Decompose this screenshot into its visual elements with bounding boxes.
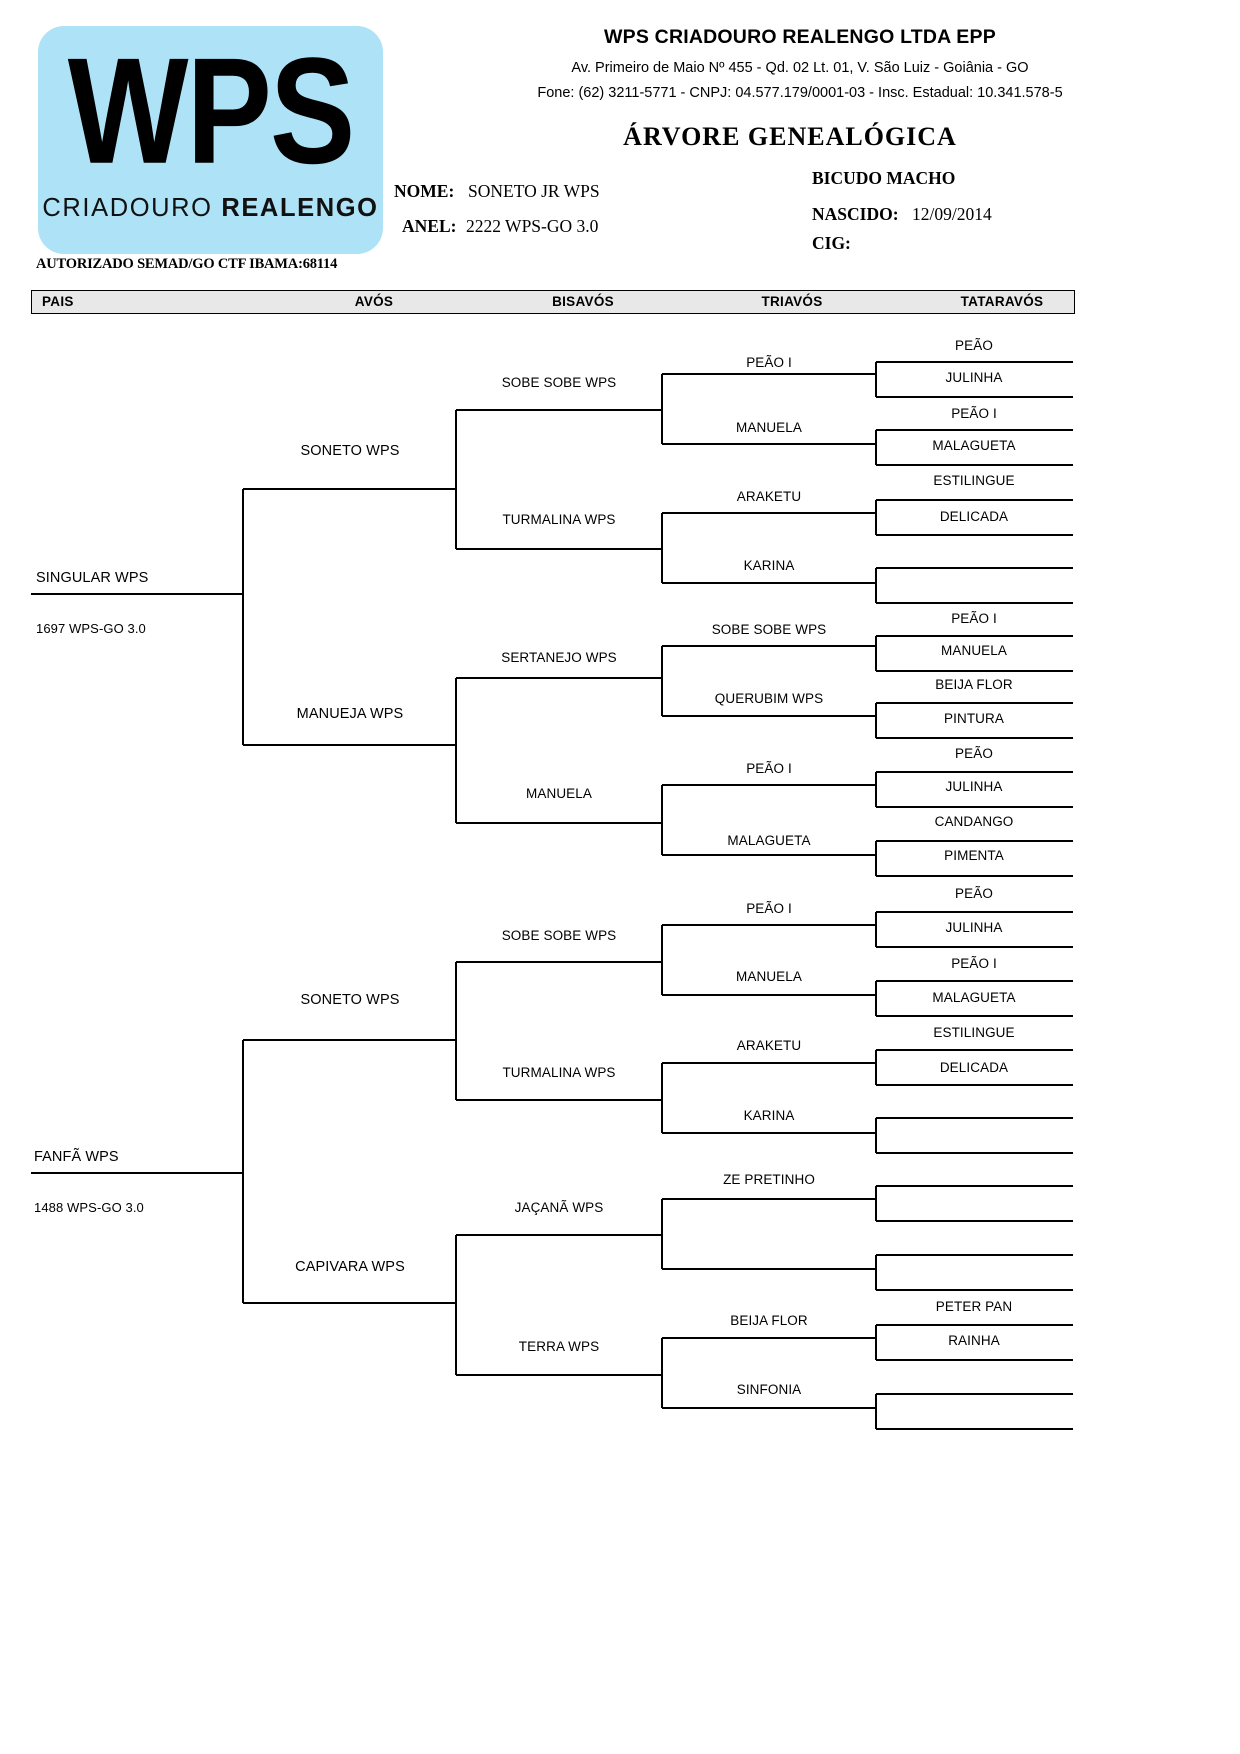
tataravos-12: PEÃO xyxy=(955,746,993,761)
pais-1-ring: 1488 WPS-GO 3.0 xyxy=(34,1200,144,1215)
avos-0: SONETO WPS xyxy=(300,443,400,459)
anel-value: 2222 WPS-GO 3.0 xyxy=(466,216,599,236)
avos-1: MANUEJA WPS xyxy=(296,706,404,722)
species-sex: BICUDO MACHO xyxy=(812,168,956,188)
column-header-avos: AVÓS xyxy=(354,294,394,309)
bisavos-1: TURMALINA WPS xyxy=(502,512,616,527)
tataravos-19: MALAGUETA xyxy=(932,990,1016,1005)
logo-subtitle-bold: REALENGO xyxy=(221,194,379,223)
anel-label: ANEL: xyxy=(402,216,457,236)
tataravos-29: RAINHA xyxy=(948,1333,1000,1348)
nome-label: NOME: xyxy=(394,181,455,201)
column-header-bisavos: BISAVÓS xyxy=(552,294,614,309)
bisavos-6: JAÇANÃ WPS xyxy=(514,1200,604,1215)
tataravos-18: PEÃO I xyxy=(951,956,997,971)
triavos-15: SINFONIA xyxy=(736,1382,802,1397)
bisavos-4: SOBE SOBE WPS xyxy=(501,928,617,943)
triavos-0: PEÃO I xyxy=(746,355,792,370)
nascido-label: NASCIDO: xyxy=(812,204,899,224)
tataravos-11: PINTURA xyxy=(944,711,1004,726)
pais-0-name: SINGULAR WPS xyxy=(36,570,149,586)
column-header-tataravos: TATARAVÓS xyxy=(960,294,1044,309)
bisavos-2: SERTANEJO WPS xyxy=(501,650,617,665)
column-header-triavos: TRIAVÓS xyxy=(761,294,823,309)
triavos-3: KARINA xyxy=(743,558,795,573)
triavos-10: ARAKETU xyxy=(736,1038,802,1053)
tataravos-10: BEIJA FLOR xyxy=(935,677,1013,692)
triavos-6: PEÃO I xyxy=(746,761,792,776)
triavos-4: SOBE SOBE WPS xyxy=(711,622,827,637)
triavos-8: PEÃO I xyxy=(746,901,792,916)
tataravos-4: ESTILINGUE xyxy=(933,473,1015,488)
logo-subtitle-light: CRIADOURO xyxy=(42,194,222,223)
triavos-11: KARINA xyxy=(743,1108,795,1123)
cig-label: CIG: xyxy=(812,233,851,253)
tataravos-0: PEÃO xyxy=(955,338,993,353)
triavos-2: ARAKETU xyxy=(736,489,802,504)
triavos-12: ZE PRETINHO xyxy=(723,1172,815,1187)
avos-2: SONETO WPS xyxy=(300,992,400,1008)
avos-3: CAPIVARA WPS xyxy=(295,1259,405,1275)
tataravos-21: DELICADA xyxy=(939,1060,1009,1075)
tataravos-13: JULINHA xyxy=(945,779,1003,794)
company-address: Av. Primeiro de Maio Nº 455 - Qd. 02 Lt.… xyxy=(571,60,1029,76)
document-header: WPS CRIADOURO REALENGO WPS CRIADOURO REA… xyxy=(0,0,1240,290)
tataravos-1: JULINHA xyxy=(945,370,1003,385)
bisavos-5: TURMALINA WPS xyxy=(502,1065,616,1080)
tataravos-5: DELICADA xyxy=(939,509,1009,524)
column-header-pais: PAIS xyxy=(42,294,74,309)
tataravos-2: PEÃO I xyxy=(951,406,997,421)
company-logo: WPS CRIADOURO REALENGO xyxy=(38,26,383,254)
bisavos-0: SOBE SOBE WPS xyxy=(501,375,617,390)
triavos-5: QUERUBIM WPS xyxy=(714,691,824,706)
bisavos-7: TERRA WPS xyxy=(518,1339,600,1354)
company-contact: Fone: (62) 3211-5771 - CNPJ: 04.577.179/… xyxy=(537,85,1063,101)
triavos-9: MANUELA xyxy=(736,969,802,984)
nome-value: SONETO JR WPS xyxy=(468,181,600,201)
authorization-text: AUTORIZADO SEMAD/GO CTF IBAMA:68114 xyxy=(36,256,338,272)
nascido-value: 12/09/2014 xyxy=(912,204,992,224)
logo-wordmark: WPS xyxy=(67,26,356,196)
logo-subtitle: CRIADOURO REALENGO xyxy=(42,194,378,223)
triavos-1: MANUELA xyxy=(736,420,802,435)
pais-0-ring: 1697 WPS-GO 3.0 xyxy=(36,621,146,636)
page-title: ÁRVORE GENEALÓGICA xyxy=(623,122,957,151)
triavos-14: BEIJA FLOR xyxy=(730,1313,808,1328)
pais-1-name: FANFÃ WPS xyxy=(34,1149,119,1165)
tataravos-9: MANUELA xyxy=(941,643,1007,658)
tataravos-28: PETER PAN xyxy=(935,1299,1013,1314)
tataravos-8: PEÃO I xyxy=(951,611,997,626)
tataravos-17: JULINHA xyxy=(945,920,1003,935)
generation-column-header: PAIS AVÓS BISAVÓS TRIAVÓS TATARAVÓS xyxy=(31,290,1075,314)
bisavos-3: MANUELA xyxy=(526,786,592,801)
tataravos-16: PEÃO xyxy=(955,886,993,901)
tataravos-14: CANDANGO xyxy=(934,814,1014,829)
tataravos-3: MALAGUETA xyxy=(932,438,1016,453)
company-name: WPS CRIADOURO REALENGO LTDA EPP xyxy=(604,26,996,48)
tataravos-15: PIMENTA xyxy=(944,848,1004,863)
tataravos-20: ESTILINGUE xyxy=(933,1025,1015,1040)
triavos-7: MALAGUETA xyxy=(727,833,811,848)
